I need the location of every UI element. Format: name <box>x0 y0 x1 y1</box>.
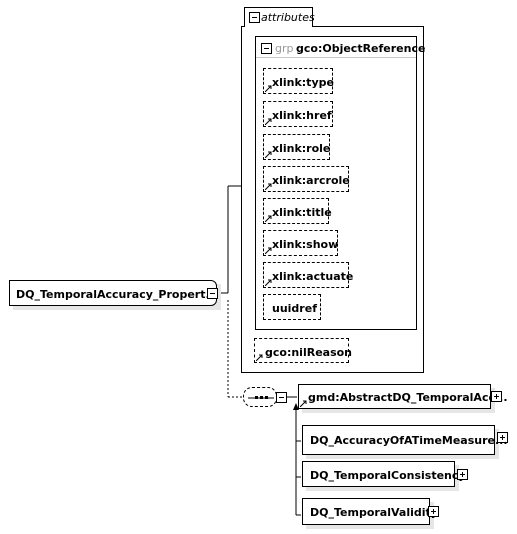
attribute-label: xlink:role <box>272 142 331 155</box>
child-element-label: DQ_AccuracyOfATimeMeasure... <box>310 434 508 447</box>
reference-arrow-icon <box>265 215 272 222</box>
attribute-xlink-title[interactable]: xlink:title <box>263 198 332 224</box>
child-expand-icon[interactable] <box>497 432 508 443</box>
child-element-temporal-validity[interactable]: DQ_TemporalValidity <box>302 498 438 525</box>
reference-arrow-icon <box>265 118 272 125</box>
attribute-label: xlink:actuate <box>272 270 354 283</box>
sequence-compositor[interactable] <box>243 387 277 407</box>
sequence-icon <box>248 396 274 399</box>
child-element-label: DQ_TemporalValidity <box>310 506 438 519</box>
abstract-expand-icon[interactable] <box>491 391 502 402</box>
group-prefix: grp <box>275 42 294 55</box>
attribute-label: xlink:show <box>272 238 339 251</box>
attribute-xlink-href[interactable]: xlink:href <box>263 101 333 127</box>
abstract-element-box[interactable]: gmd:AbstractDQ_TemporalAcc... <box>298 384 508 409</box>
sequence-collapse-icon[interactable] <box>276 392 287 403</box>
attribute-gco-nilreason[interactable]: gco:nilReason <box>254 338 353 363</box>
reference-arrow-icon <box>265 151 272 158</box>
attribute-label: xlink:title <box>272 206 332 219</box>
reference-arrow-icon <box>265 279 272 286</box>
group-name: gco:ObjectReference <box>296 42 426 55</box>
reference-arrow-icon <box>265 247 272 254</box>
attribute-label: xlink:arcrole <box>272 174 350 187</box>
group-header-divider <box>256 57 416 58</box>
attribute-xlink-role[interactable]: xlink:role <box>263 134 330 160</box>
collapse-icon[interactable] <box>207 288 218 299</box>
attribute-xlink-actuate[interactable]: xlink:actuate <box>263 262 353 288</box>
attributes-collapse-icon[interactable] <box>249 12 260 23</box>
root-element-label: DQ_TemporalAccuracy_Propert... <box>16 288 219 301</box>
abstract-element-label: gmd:AbstractDQ_TemporalAcc... <box>308 391 508 404</box>
child-element-label: DQ_TemporalConsistency <box>310 469 466 482</box>
reference-arrow-icon <box>256 354 263 361</box>
reference-arrow-icon <box>300 400 307 407</box>
reference-arrow-icon <box>265 85 272 92</box>
child-element-temporal-consistency[interactable]: DQ_TemporalConsistency <box>302 461 466 487</box>
child-element-accuracy-of-time-measurement[interactable]: DQ_AccuracyOfATimeMeasure... <box>302 425 508 455</box>
attribute-label: gco:nilReason <box>265 346 353 359</box>
attribute-label: uuidref <box>272 302 317 315</box>
attribute-xlink-show[interactable]: xlink:show <box>263 230 338 256</box>
attribute-xlink-type[interactable]: xlink:type <box>263 68 334 94</box>
attribute-xlink-arcrole[interactable]: xlink:arcrole <box>263 166 350 192</box>
child-expand-icon[interactable] <box>457 469 468 480</box>
reference-arrow-icon <box>265 183 272 190</box>
attribute-label: xlink:type <box>272 76 334 89</box>
group-collapse-icon[interactable] <box>261 43 272 54</box>
attribute-uuidref[interactable]: uuidref <box>263 294 321 320</box>
child-expand-icon[interactable] <box>428 506 439 517</box>
attributes-title: attributes <box>261 11 315 24</box>
attribute-label: xlink:href <box>272 109 332 122</box>
attributes-tab[interactable]: attributes <box>244 7 315 27</box>
root-element-box[interactable]: DQ_TemporalAccuracy_Propert... <box>9 280 219 306</box>
